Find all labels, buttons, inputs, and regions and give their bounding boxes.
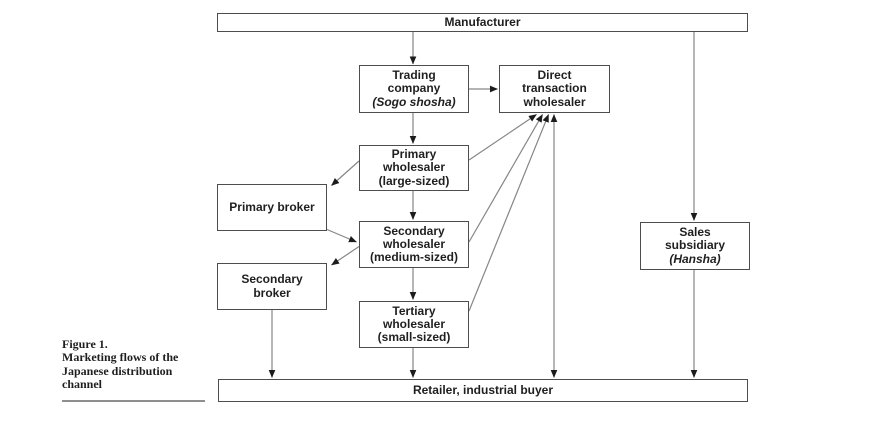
edge-secondary-wholesaler-direct [468, 114, 544, 243]
node-primary-broker: Primary broker [217, 184, 327, 231]
node-tertiary-wholesaler: Tertiary wholesaler (small-sized) [359, 301, 469, 348]
node-direct-label-line2: transaction [522, 81, 587, 96]
node-retailer: Retailer, industrial buyer [218, 379, 748, 402]
figure-caption-line: Marketing flows of the [62, 350, 179, 365]
node-tertiary-wholesaler-label-line1: Tertiary [392, 303, 436, 318]
node-sales-subsidiary-label-line1: Sales [679, 225, 711, 240]
node-secondary-broker-label-line1: Secondary [241, 272, 303, 287]
node-trading-company: Trading company (Sogo shosha) [359, 65, 469, 113]
node-secondary-wholesaler-label-line3: (medium-sized) [369, 250, 458, 265]
node-trading-company-label-line2: company [387, 81, 441, 96]
figure-caption-line: Japanese distribution [62, 363, 173, 378]
node-primary-wholesaler-label-line1: Primary [391, 147, 437, 162]
edge-primary-wholesaler-primary-broker [331, 160, 360, 186]
edge-primary-broker-secondary-wholesaler [326, 228, 357, 243]
node-primary-broker-label: Primary broker [229, 199, 315, 214]
node-trading-company-label-line3: (Sogo shosha) [372, 94, 456, 109]
node-trading-company-label-line1: Trading [392, 68, 436, 83]
node-secondary-wholesaler: Secondary wholesaler (medium-sized) [359, 221, 469, 268]
edge-tertiary-wholesaler-direct [468, 114, 550, 312]
caption-underline [62, 400, 205, 402]
edge-secondary-wholesaler-secondary-broker [331, 246, 360, 266]
node-direct-label-line1: Direct [537, 68, 572, 83]
node-tertiary-wholesaler-label-line3: (small-sized) [377, 330, 451, 345]
node-sales-subsidiary: Sales subsidiary (Hansha) [640, 222, 750, 270]
node-retailer-label: Retailer, industrial buyer [412, 382, 554, 397]
node-direct-transaction-wholesaler: Direct transaction wholesaler [499, 65, 610, 113]
node-secondary-broker: Secondary broker [217, 263, 327, 310]
edge-primary-wholesaler-direct [468, 114, 537, 161]
node-manufacturer: Manufacturer [217, 13, 748, 32]
figure-caption-title: Figure 1. [62, 337, 108, 351]
node-primary-wholesaler-label-line3: (large-sized) [378, 173, 450, 188]
node-tertiary-wholesaler-label-line2: wholesaler [382, 316, 446, 331]
node-manufacturer-label: Manufacturer [444, 14, 521, 29]
node-sales-subsidiary-label-line3: (Hansha) [669, 251, 721, 266]
figure-caption: Figure 1. Marketing flows of the Japanes… [62, 337, 222, 391]
node-primary-wholesaler-label-line2: wholesaler [382, 160, 446, 175]
node-primary-wholesaler: Primary wholesaler (large-sized) [359, 145, 469, 191]
node-direct-label-line3: wholesaler [523, 94, 586, 109]
node-sales-subsidiary-label-line2: subsidiary [664, 238, 726, 253]
figure-caption-line: channel [62, 376, 103, 391]
node-secondary-wholesaler-label-line2: wholesaler [382, 236, 446, 251]
node-secondary-wholesaler-label-line1: Secondary [383, 223, 445, 238]
node-secondary-broker-label-line2: broker [253, 285, 291, 300]
